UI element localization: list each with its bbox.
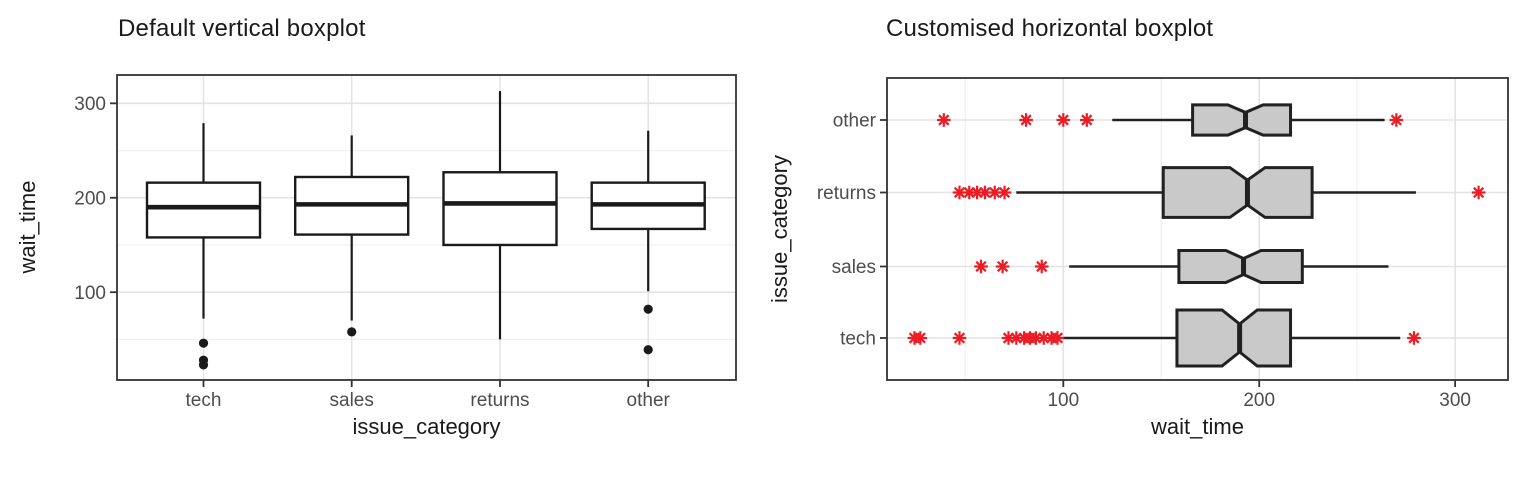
panel-border <box>886 77 1509 381</box>
asterisk-ray <box>979 186 991 199</box>
box-tech <box>145 181 262 239</box>
left-x-axis-title: issue_category <box>352 414 501 439</box>
asterisk-ray <box>1081 114 1093 126</box>
outlier-asterisk <box>1034 259 1049 274</box>
outlier-asterisk <box>952 185 967 200</box>
outlier-point <box>643 304 653 314</box>
outlier-point <box>198 338 209 348</box>
outlier-asterisk <box>937 113 951 127</box>
outlier-asterisk <box>995 259 1010 274</box>
asterisk-ray <box>953 332 966 344</box>
outlier-asterisk <box>1407 331 1421 345</box>
y-tick-label: other <box>833 111 877 132</box>
outlier-asterisk <box>913 331 928 345</box>
x-tick-label: 200 <box>1243 390 1275 411</box>
y-tick-label: 100 <box>74 283 106 304</box>
notched-box-other <box>1191 103 1293 137</box>
x-tick-label: other <box>627 390 671 411</box>
right-boxplot-chart: 100 200 300 other returns sales tech <box>817 77 1509 411</box>
x-tick-label: returns <box>470 390 529 411</box>
box-returns <box>442 171 558 247</box>
asterisk-ray <box>1390 114 1402 126</box>
notched-box-returns <box>1161 166 1314 219</box>
panel-border <box>116 74 737 381</box>
asterisk-ray <box>989 186 1001 199</box>
asterisk-ray <box>1051 332 1064 344</box>
asterisk-ray <box>996 260 1009 273</box>
y-tick-label: tech <box>840 329 876 350</box>
notched-box-sales <box>1177 249 1304 284</box>
outlier-asterisk <box>1080 113 1094 127</box>
outlier-asterisk <box>978 185 992 200</box>
outlier-asterisk <box>1019 113 1033 127</box>
asterisk-ray <box>938 114 950 126</box>
right-chart-title: Customised horizontal boxplot <box>886 15 1214 42</box>
x-tick-label: 100 <box>1047 390 1079 411</box>
left-y-axis-title: wait_time <box>15 180 40 274</box>
outlier-asterisk <box>1389 113 1404 127</box>
asterisk-ray <box>1473 186 1485 199</box>
x-tick-label: tech <box>186 390 222 411</box>
x-tick-label: sales <box>330 390 374 411</box>
asterisk-ray <box>1408 332 1420 344</box>
asterisk-ray <box>1057 114 1069 126</box>
left-boxplot-chart: 100 200 300 tech sales returns other <box>74 74 737 411</box>
asterisk-ray <box>953 186 966 199</box>
y-tick-label: returns <box>817 183 876 204</box>
asterisk-ray <box>975 260 987 273</box>
asterisk-ray <box>914 332 926 344</box>
outlier-asterisk <box>1471 185 1486 200</box>
outlier-asterisk <box>997 185 1012 200</box>
outlier-asterisk <box>1056 113 1071 127</box>
outlier-point <box>643 345 653 355</box>
asterisk-ray <box>1020 114 1032 126</box>
outlier-asterisk <box>952 331 967 345</box>
asterisk-ray <box>1036 260 1048 273</box>
outlier-asterisk <box>974 259 988 274</box>
y-tick-label: sales <box>832 257 876 278</box>
asterisk-ray <box>998 186 1011 199</box>
notched-box-tech <box>1175 308 1293 368</box>
left-chart-title: Default vertical boxplot <box>118 15 366 42</box>
x-tick-label: 300 <box>1439 390 1471 411</box>
y-tick-label: 200 <box>74 188 106 209</box>
right-y-axis-title: issue_category <box>767 155 792 303</box>
outlier-point <box>198 360 209 370</box>
outlier-point <box>347 327 357 337</box>
y-tick-label: 300 <box>74 94 106 115</box>
outlier-asterisk <box>1050 331 1065 345</box>
right-x-axis-title: wait_time <box>1151 414 1244 439</box>
